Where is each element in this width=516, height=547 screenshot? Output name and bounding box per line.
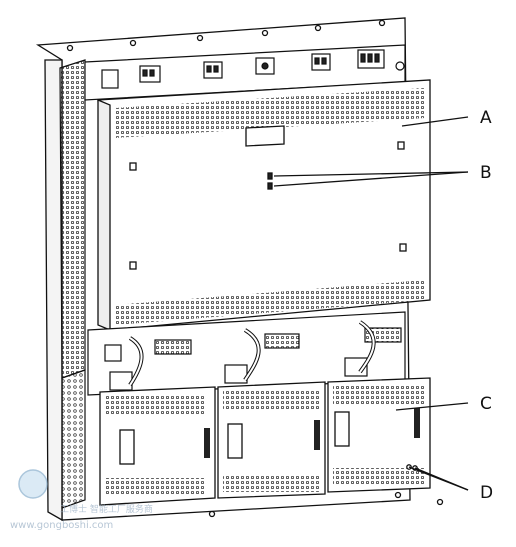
indicator-led xyxy=(267,182,273,190)
connector-strip xyxy=(87,311,406,396)
callout-label-a: A xyxy=(480,108,492,128)
leader-d-2 xyxy=(414,467,469,491)
leader-b-1 xyxy=(273,171,469,177)
power-supply-unit xyxy=(217,381,326,499)
leader-b-2 xyxy=(273,171,469,187)
leader-a xyxy=(401,116,469,127)
watermark-slogan: 工博士 智能工厂服务商 xyxy=(60,503,153,515)
callout-leaders xyxy=(273,116,469,491)
left-vent-column xyxy=(59,59,86,509)
watermark: 工博士 智能工厂服务商 www.gongboshi.com xyxy=(10,469,153,531)
watermark-url: www.gongboshi.com xyxy=(10,520,113,531)
callout-label-c: C xyxy=(480,394,492,414)
callout-label-d: D xyxy=(480,483,493,503)
main-module xyxy=(97,79,431,331)
callout-label-b: B xyxy=(480,163,492,183)
terminal-block xyxy=(311,53,331,71)
leader-c xyxy=(395,402,469,411)
indicator-led xyxy=(267,172,273,180)
terminal-block xyxy=(255,57,275,75)
power-supply-unit xyxy=(99,386,216,506)
terminal-block xyxy=(357,49,385,69)
watermark-logo xyxy=(18,469,48,499)
terminal-block xyxy=(139,65,161,83)
power-supply-unit xyxy=(327,377,431,493)
terminal-block xyxy=(203,61,223,79)
